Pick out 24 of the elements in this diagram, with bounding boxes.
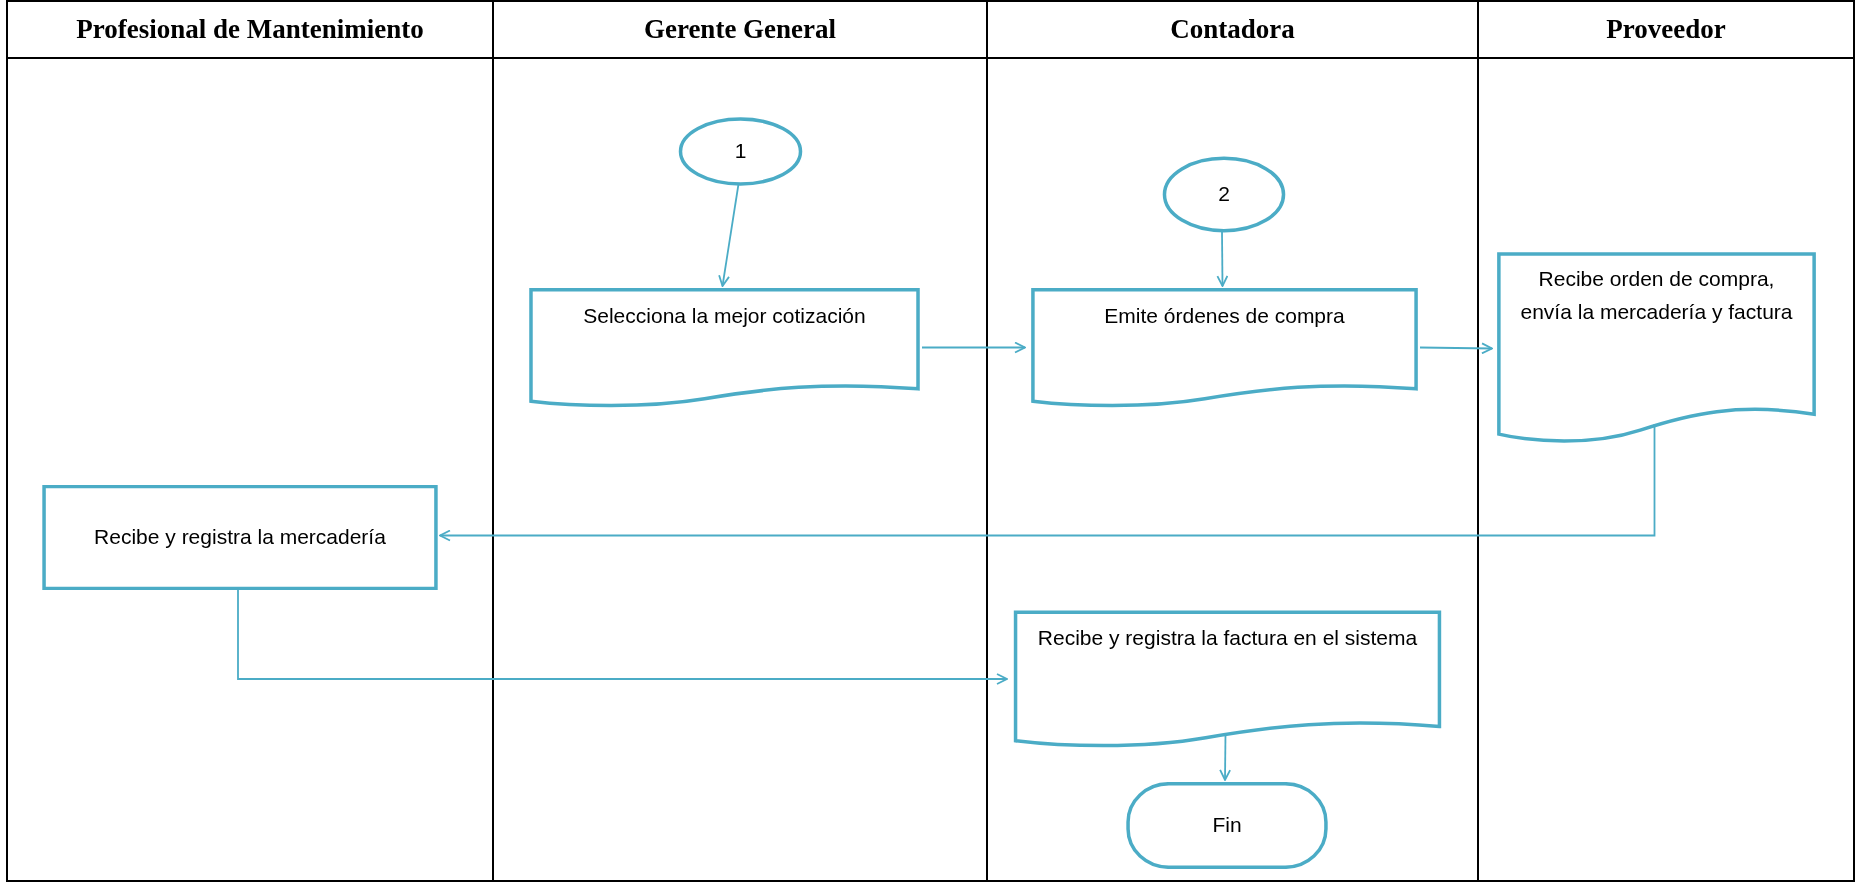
swimlane — [492, 0, 988, 882]
arrow — [1419, 342, 1493, 355]
swimlane — [1477, 0, 1855, 882]
node-text: 2 — [1218, 181, 1230, 208]
swimlane — [986, 0, 1479, 882]
lane-header: Profesional de Mantenimiento — [76, 13, 424, 47]
arrow — [237, 587, 1008, 685]
node-text: Recibe orden de compra, envía la mercadería y factura — [1519, 266, 1794, 325]
lane-header: Gerente General — [643, 13, 837, 47]
arrow — [718, 183, 740, 287]
node-text: Recibe y registra la factura en el sistema — [1037, 625, 1418, 651]
node-text: Fin — [1212, 812, 1242, 839]
connector-circle — [678, 117, 803, 186]
node-text: 1 — [734, 138, 747, 165]
swimlane — [6, 0, 494, 882]
node-text: Emite órdenes de compra — [1104, 303, 1345, 329]
lane-header: Contadora — [1170, 13, 1295, 47]
connector-circle — [1162, 156, 1286, 233]
arrow — [921, 341, 1026, 354]
node-text: Selecciona la mejor cotización — [583, 303, 866, 329]
node-text: Recibe y registra la mercadería — [94, 524, 386, 551]
arrow — [439, 423, 1656, 542]
arrow — [1216, 230, 1229, 287]
lane-header: Proveedor — [1606, 13, 1726, 47]
